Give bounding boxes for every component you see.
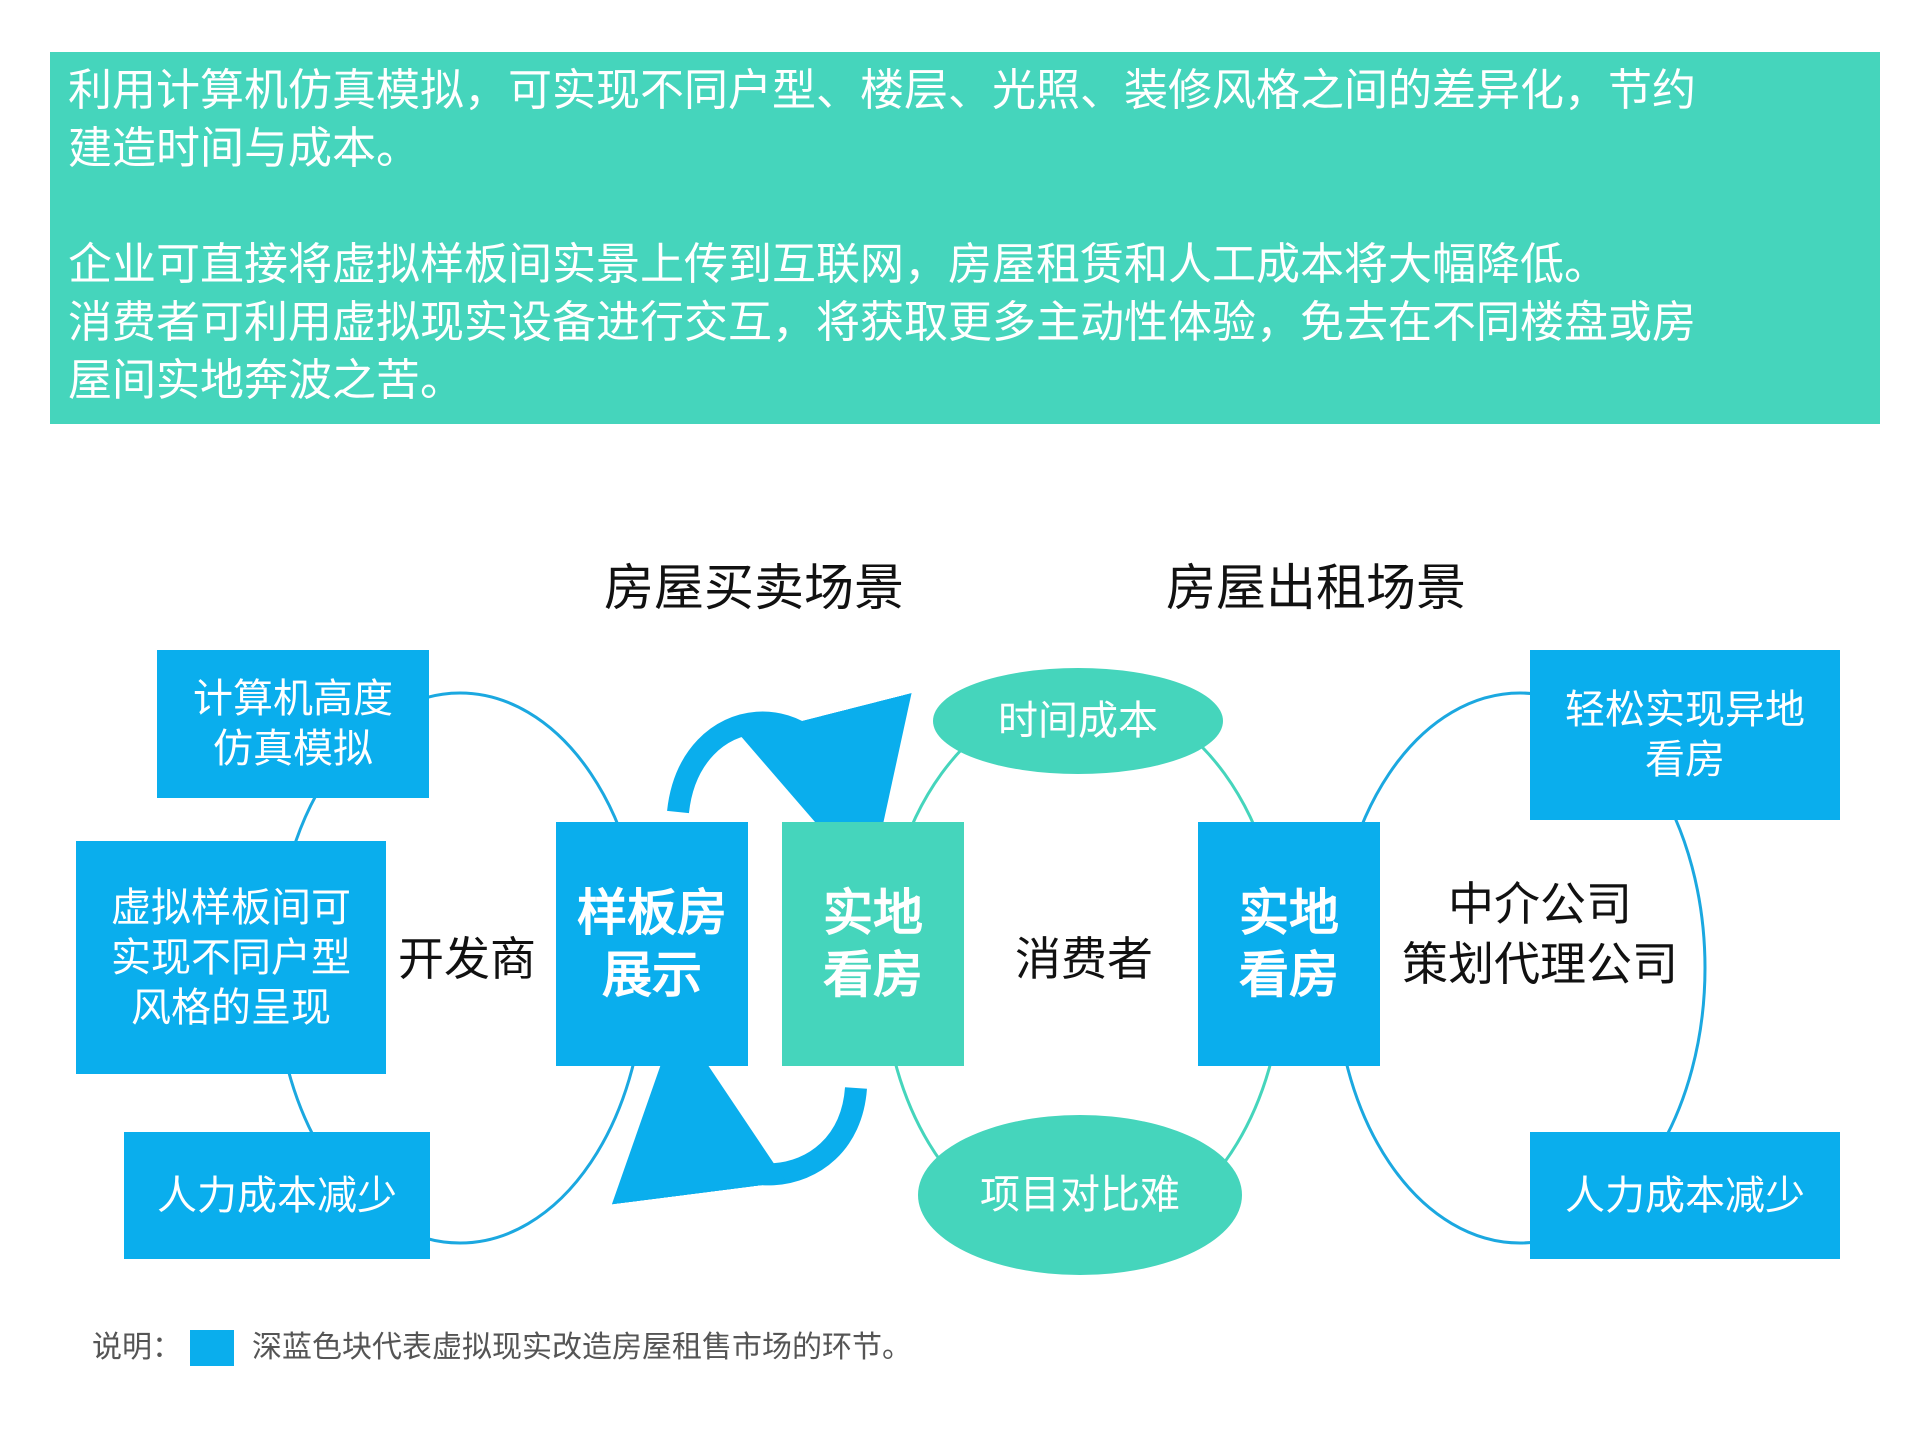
legend-prefix: 说明： xyxy=(92,1330,182,1365)
site-visit-box-left: 实地 看房 xyxy=(782,822,964,1066)
comparison-difficulty-text: 项目对比难 xyxy=(980,1172,1180,1218)
banner-line-5: 屋间实地奔波之苦。 xyxy=(68,355,464,406)
top-cycle-arrow xyxy=(667,692,912,886)
site-visit-right-line-1: 实地 xyxy=(1239,884,1339,942)
labor-cost-right-text: 人力成本减少 xyxy=(1565,1172,1805,1219)
virtual-showroom-line-1: 虚拟样板间可 xyxy=(111,884,351,931)
buy-sell-scene-title: 房屋买卖场景 xyxy=(604,559,904,617)
agency-label-line-1: 中介公司 xyxy=(1448,877,1632,931)
agency-label: 中介公司 策划代理公司 xyxy=(1390,874,1690,994)
legend-text: 深蓝色块代表虚拟现实改造房屋租售市场的环节。 xyxy=(252,1330,912,1365)
banner-line-1: 利用计算机仿真模拟，可实现不同户型、楼层、光照、装修风格之间的差异化，节约 xyxy=(68,65,1696,116)
time-cost-text: 时间成本 xyxy=(998,698,1158,744)
showroom-display-line-1: 样板房 xyxy=(577,884,727,942)
virtual-showroom-line-2: 实现不同户型 xyxy=(111,934,351,981)
simulation-box-line-2: 仿真模拟 xyxy=(213,726,373,772)
banner-line-4: 消费者可利用虚拟现实设备进行交互，将获取更多主动性体验，免去在不同楼盘或房 xyxy=(68,297,1696,348)
rent-scene-title: 房屋出租场景 xyxy=(1166,559,1466,617)
time-cost-ellipse: 时间成本 xyxy=(933,668,1223,774)
simulation-box-line-1: 计算机高度 xyxy=(193,676,393,722)
consumer-label: 消费者 xyxy=(1015,932,1153,986)
simulation-box: 计算机高度 仿真模拟 xyxy=(157,650,429,798)
legend-swatch xyxy=(190,1330,234,1366)
banner-line-3: 企业可直接将虚拟样板间实景上传到互联网，房屋租赁和人工成本将大幅降低。 xyxy=(68,239,1608,290)
showroom-display-box: 样板房 展示 xyxy=(556,822,748,1066)
showroom-display-line-2: 展示 xyxy=(602,946,702,1004)
banner-line-2: 建造时间与成本。 xyxy=(68,123,420,174)
legend-note: 说明： 深蓝色块代表虚拟现实改造房屋租售市场的环节。 xyxy=(92,1328,912,1368)
virtual-showroom-line-3: 风格的呈现 xyxy=(131,984,331,1031)
site-visit-right-line-2: 看房 xyxy=(1239,946,1339,1004)
developer-label: 开发商 xyxy=(398,932,536,986)
agency-label-line-2: 策划代理公司 xyxy=(1402,937,1678,991)
bottom-cycle-arrow xyxy=(612,1018,867,1205)
site-visit-box-right: 实地 看房 xyxy=(1198,822,1380,1066)
description-banner: 利用计算机仿真模拟，可实现不同户型、楼层、光照、装修风格之间的差异化，节约 建造… xyxy=(50,52,1880,424)
site-visit-left-line-1: 实地 xyxy=(823,884,923,942)
labor-cost-box-left: 人力成本减少 xyxy=(124,1132,430,1259)
labor-cost-left-text: 人力成本减少 xyxy=(157,1172,397,1219)
labor-cost-box-right: 人力成本减少 xyxy=(1530,1132,1840,1259)
remote-viewing-line-2: 看房 xyxy=(1645,737,1725,783)
remote-viewing-box: 轻松实现异地 看房 xyxy=(1530,650,1840,820)
site-visit-left-line-2: 看房 xyxy=(823,946,923,1004)
virtual-showroom-box: 虚拟样板间可 实现不同户型 风格的呈现 xyxy=(76,841,386,1074)
remote-viewing-line-1: 轻松实现异地 xyxy=(1565,687,1805,733)
comparison-difficulty-ellipse: 项目对比难 xyxy=(918,1115,1242,1275)
